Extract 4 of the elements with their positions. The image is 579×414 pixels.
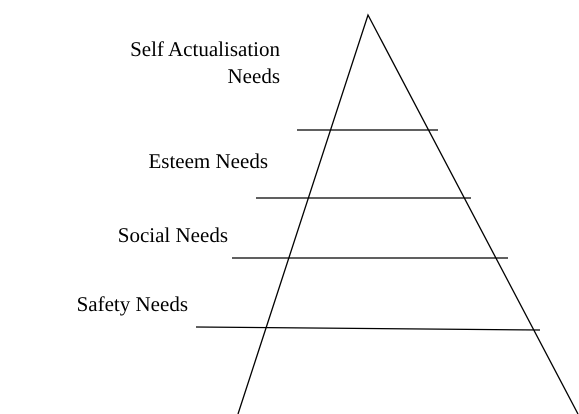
level-label: Safety Needs — [76, 291, 188, 318]
level-label: Esteem Needs — [148, 148, 268, 175]
level-label: Social Needs — [118, 222, 228, 249]
level-label: Self Actualisation Needs — [129, 36, 280, 90]
